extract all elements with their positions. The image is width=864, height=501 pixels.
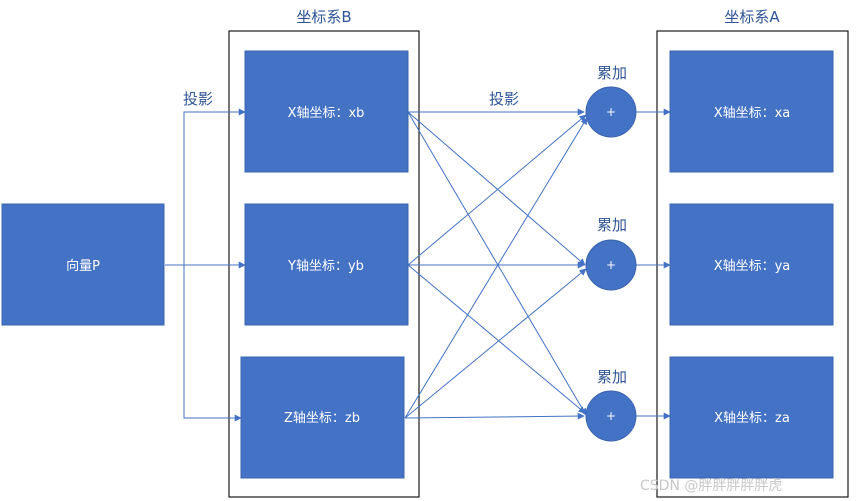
- title-coordinate-system-a: 坐标系A: [724, 8, 780, 26]
- edge-yb-to-sum3: [407, 264, 586, 414]
- edge-zb-to-sum2: [404, 268, 587, 419]
- title-coordinate-system-b: 坐标系B: [296, 8, 351, 26]
- projection-label-left: 投影: [183, 90, 213, 108]
- b-box-x: X轴坐标：xb: [244, 50, 409, 173]
- sum-node-3-label: 累加: [597, 368, 627, 386]
- b-box-z: Z轴坐标：zb: [240, 356, 405, 479]
- a-box-x-label: X轴坐标：xa: [714, 106, 791, 121]
- edge-p-to-xb: [183, 108, 246, 265]
- a-box-y-label: X轴坐标：ya: [714, 259, 791, 274]
- projection-label-middle: 投影: [489, 90, 519, 108]
- frame-coordinate-system-a: [656, 30, 849, 498]
- edge-yb-to-sum1: [407, 114, 587, 266]
- sum-node-2: 累加 +: [585, 216, 637, 291]
- sum-node-1: 累加 +: [585, 64, 637, 138]
- edge-xb-to-sum3: [407, 111, 587, 416]
- b-box-x-label: X轴坐标：xb: [288, 106, 365, 121]
- edge-p-to-zb: [183, 265, 242, 422]
- sum-node-2-label: 累加: [597, 216, 627, 234]
- b-box-y-label: Y轴坐标：yb: [287, 259, 364, 274]
- edge-zb-to-sum3: [404, 412, 585, 420]
- vector-p-label: 向量P: [66, 258, 100, 274]
- sum-node-1-symbol: +: [606, 105, 616, 119]
- a-box-x: X轴坐标：xa: [669, 50, 834, 173]
- vector-p-node: 向量P: [1, 203, 165, 326]
- sum-node-1-label: 累加: [597, 64, 627, 82]
- b-box-y: Y轴坐标：yb: [244, 203, 409, 326]
- b-box-z-label: Z轴坐标：zb: [284, 411, 360, 426]
- sum-node-3-symbol: +: [606, 409, 616, 423]
- sum-node-3: 累加 +: [585, 368, 637, 442]
- edge-zb-to-sum1: [404, 117, 588, 419]
- edge-xb-to-sum2: [407, 111, 586, 266]
- frame-coordinate-system-b: [228, 30, 420, 498]
- sum-node-2-symbol: +: [606, 258, 616, 272]
- a-box-z-label: X轴坐标：za: [714, 411, 790, 426]
- a-box-z: X轴坐标：za: [669, 356, 834, 479]
- a-box-y: X轴坐标：ya: [669, 203, 834, 326]
- watermark: CSDN @胖胖胖胖胖虎: [640, 478, 782, 494]
